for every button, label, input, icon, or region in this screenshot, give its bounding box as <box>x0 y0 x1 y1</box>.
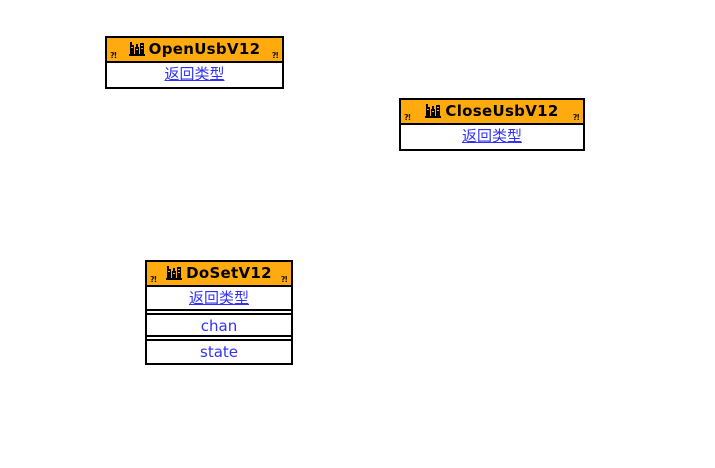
terminal-row-chan[interactable]: chan <box>147 313 291 337</box>
terminal-label: 返回类型 <box>188 289 249 307</box>
terminal-row-return-type[interactable]: 返回类型 <box>107 63 282 87</box>
library-dll-icon <box>166 266 183 280</box>
function-node-open-usb-v12[interactable]: ?! OpenUsbV12 ?! 返回类型 <box>105 36 284 89</box>
terminal-row-return-type[interactable]: 返回类型 <box>147 287 291 311</box>
function-node-do-set-v12[interactable]: ?! DoSetV12 ?! 返回类型 <box>145 260 293 365</box>
question-exclamation-icon: ?! <box>572 113 580 122</box>
node-header[interactable]: ?! CloseUsbV12 ?! <box>401 100 583 125</box>
question-exclamation-icon: ?! <box>404 113 411 122</box>
question-exclamation-icon: ?! <box>271 51 279 60</box>
terminal-label: 返回类型 <box>461 127 522 145</box>
terminal-label: chan <box>200 317 238 335</box>
terminal-row-return-type[interactable]: 返回类型 <box>401 125 583 149</box>
terminal-label: state <box>200 343 238 361</box>
node-header[interactable]: ?! OpenUsbV12 ?! <box>107 38 282 63</box>
question-exclamation-icon: ?! <box>280 275 288 284</box>
terminal-row-state[interactable]: state <box>147 339 291 363</box>
function-node-close-usb-v12[interactable]: ?! CloseUsbV12 ?! 返回类型 <box>399 98 585 151</box>
question-exclamation-icon: ?! <box>110 51 117 60</box>
node-header[interactable]: ?! DoSetV12 ?! <box>147 262 291 287</box>
node-title: OpenUsbV12 <box>148 39 261 58</box>
terminal-label: 返回类型 <box>164 65 225 83</box>
question-exclamation-icon: ?! <box>150 275 157 284</box>
node-title: CloseUsbV12 <box>445 101 559 120</box>
library-dll-icon <box>425 104 442 118</box>
library-dll-icon <box>128 42 146 56</box>
node-title: DoSetV12 <box>186 263 272 282</box>
